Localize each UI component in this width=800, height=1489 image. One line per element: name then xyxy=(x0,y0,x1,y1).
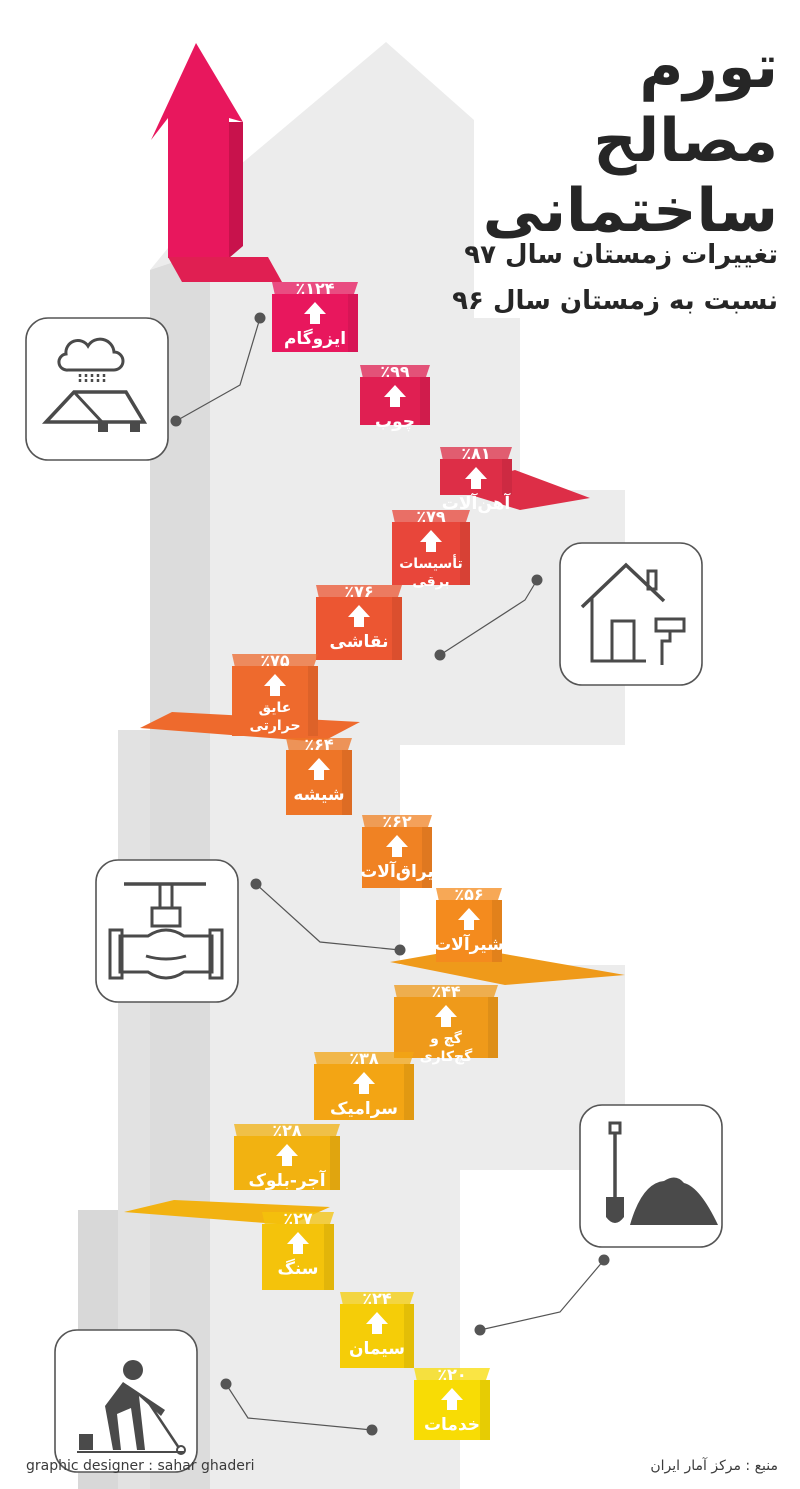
stair-shade xyxy=(342,750,352,815)
stair-shade xyxy=(480,1380,490,1440)
up-arrow-icon xyxy=(441,1388,463,1410)
category-label: شیرآلات xyxy=(434,933,504,955)
up-arrow-icon xyxy=(348,605,370,627)
value-label: ٪۴۴ xyxy=(431,982,461,1001)
stair-landing xyxy=(168,257,282,282)
stair-shade xyxy=(392,597,402,660)
value-label: ٪۲۴ xyxy=(362,1289,392,1308)
up-arrow-icon xyxy=(420,530,442,552)
value-label: ٪۸۱ xyxy=(461,444,490,463)
category-label: آهن‌آلات xyxy=(442,492,512,514)
stair-bar: ٪۳۸ سرامیک xyxy=(314,1049,414,1120)
rising-arrow xyxy=(151,43,243,258)
category-label: یراق‌آلات xyxy=(360,860,434,882)
title-line-3: ساختمانی xyxy=(482,176,778,246)
value-label: ٪۶۴ xyxy=(304,735,334,754)
stair-shade xyxy=(404,1064,414,1120)
stair-shade xyxy=(460,522,470,585)
stair-bar: ٪۲۰ خدمات xyxy=(414,1365,490,1440)
category-label: سنگ xyxy=(277,1258,318,1279)
value-label: ٪۵۶ xyxy=(454,885,483,904)
category-label: سیمان xyxy=(349,1339,405,1359)
icon-cards xyxy=(25,312,723,1473)
subtitle-line-2: نسبت به زمستان سال ۹۶ xyxy=(452,286,778,316)
value-label: ٪۲۷ xyxy=(283,1209,313,1228)
value-label: ٪۲۸ xyxy=(272,1121,302,1140)
title-line-1: تورم xyxy=(639,32,778,102)
stair-bar: ٪۸۱ آهن‌آلات xyxy=(440,444,512,514)
subtitle-line-1: تغییرات زمستان سال ۹۷ xyxy=(464,240,778,270)
stair-bar: ٪۱۲۴ ایزوگام xyxy=(272,279,358,352)
stair-bar: ٪۷۹ تأسیسات برقی xyxy=(392,507,470,590)
stair-shade xyxy=(502,459,512,495)
value-label: ٪۷۹ xyxy=(416,507,446,526)
stair-bar: ٪۷۵ عایق حرارتی xyxy=(232,651,318,736)
stair-shade xyxy=(348,294,358,352)
stair-bar: ٪۹۹ چوب xyxy=(360,362,430,432)
worker-painting-icon xyxy=(54,1329,378,1473)
stair-bar: ٪۶۲ یراق‌آلات xyxy=(360,812,434,888)
up-arrow-icon xyxy=(386,835,408,857)
value-label: ٪۷۶ xyxy=(344,582,373,601)
category-label: گچ و xyxy=(429,1030,463,1047)
stair-shade xyxy=(308,666,318,736)
category-label: عایق xyxy=(259,700,292,716)
value-label: ٪۲۰ xyxy=(437,1365,466,1384)
value-label: ٪۱۲۴ xyxy=(295,279,334,298)
value-label: ٪۳۸ xyxy=(349,1049,379,1068)
stair-shade xyxy=(330,1136,340,1190)
stair-bar: ٪۵۶ شیرآلات xyxy=(434,885,504,962)
stair-bar: ٪۴۴ گچ وگچ‌کاری xyxy=(394,982,498,1065)
category-label: ایزوگام xyxy=(284,328,346,349)
up-arrow-icon xyxy=(366,1312,388,1334)
up-arrow-icon xyxy=(308,758,330,780)
up-arrow-icon xyxy=(353,1072,375,1094)
up-arrow-icon xyxy=(276,1144,298,1166)
up-arrow-icon xyxy=(384,385,406,407)
category-label: حرارتی xyxy=(249,718,300,734)
category-label: نقاشی xyxy=(330,632,389,652)
stair-bar: ٪۷۶ نقاشی xyxy=(316,582,402,660)
value-label: ٪۶۲ xyxy=(382,812,412,831)
stair-bar: ٪۲۷ سنگ xyxy=(262,1209,334,1290)
up-arrow-icon xyxy=(458,908,480,930)
stair-bar: ٪۲۸ آجر-بلوک xyxy=(234,1121,340,1191)
up-arrow-icon xyxy=(287,1232,309,1254)
stair-shade xyxy=(492,900,502,962)
category-label: شیشه xyxy=(293,785,344,805)
designer-credit: graphic designer : sahar ghaderi xyxy=(26,1458,255,1474)
stair-shade xyxy=(420,377,430,425)
category-label: سرامیک xyxy=(330,1099,398,1119)
house-paint-roller-icon xyxy=(434,542,703,686)
stair-bars: ٪۱۲۴ ایزوگام ٪۹۹ چوب ٪۸۱ آهن‌آلات٪۷۹ تأسیسات بر… xyxy=(124,43,625,1440)
category-label: آجر-بلوک xyxy=(248,1169,326,1191)
up-arrow-icon xyxy=(304,302,326,324)
stair-shade xyxy=(422,827,432,888)
pipe-valve-icon xyxy=(95,859,406,1003)
shovel-soil-pile-icon xyxy=(474,1104,723,1336)
title-line-2: مصالح xyxy=(593,106,778,176)
roof-rain-icon xyxy=(25,312,266,461)
value-label: ٪۹۹ xyxy=(380,362,410,381)
up-arrow-icon xyxy=(465,467,487,489)
up-arrow-icon xyxy=(435,1005,457,1027)
value-label: ٪۷۵ xyxy=(260,651,290,670)
category-label: گچ‌کاری xyxy=(420,1048,473,1065)
stair-bar: ٪۶۴ شیشه xyxy=(286,735,352,815)
data-source: منبع : مرکز آمار ایران xyxy=(650,1458,778,1474)
stair-shade xyxy=(488,997,498,1058)
stair-shade xyxy=(324,1224,334,1290)
stair-bar: ٪۲۴ سیمان xyxy=(340,1289,414,1368)
category-label: تأسیسات xyxy=(399,554,463,572)
stair-shade xyxy=(404,1304,414,1368)
up-arrow-icon xyxy=(264,674,286,696)
category-label: خدمات xyxy=(424,1415,480,1435)
category-label: برقی xyxy=(412,574,449,590)
category-label: چوب xyxy=(375,412,415,432)
rising-arrow-side xyxy=(229,122,243,258)
